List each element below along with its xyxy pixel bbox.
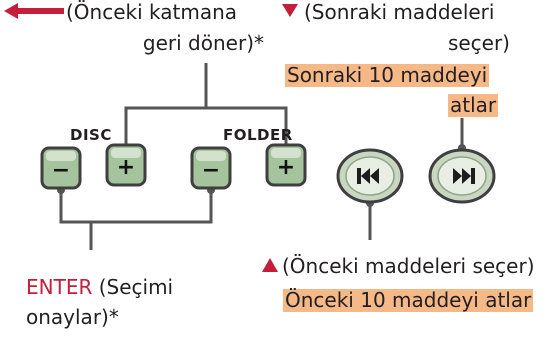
next-track-icon <box>453 168 475 184</box>
disc-plus-button[interactable]: + <box>105 143 147 187</box>
folder-plus-glyph: + <box>277 155 295 180</box>
previous-track-icon <box>357 168 379 184</box>
enter-note-rest: (Seçimi <box>98 275 174 299</box>
back-note-line2: geri döner)* <box>142 31 264 55</box>
next-track-button[interactable] <box>428 148 496 204</box>
folder-minus-glyph: − <box>202 158 220 183</box>
enter-keyword: ENTER <box>26 275 93 299</box>
down-triangle-icon <box>282 4 298 17</box>
prev-note: (Önceki maddeleri seçer) <box>282 254 535 278</box>
next-skip-line1: Sonraki 10 maddeyi <box>285 63 490 87</box>
up-triangle-icon <box>262 258 278 272</box>
folder-minus-button[interactable]: − <box>190 146 232 190</box>
back-arrow-icon <box>4 3 64 19</box>
disc-label: DISC <box>70 126 112 144</box>
disc-plus-glyph: + <box>117 155 135 180</box>
folder-plus-button[interactable]: + <box>265 143 307 187</box>
disc-minus-button[interactable]: − <box>40 146 82 190</box>
back-note-line1: (Önceki katmana <box>66 0 238 24</box>
next-skip-line2: atlar <box>448 93 499 117</box>
disc-minus-glyph: − <box>52 158 70 183</box>
next-note-line2: seçer) <box>447 31 510 55</box>
enter-bracket-line <box>59 190 213 224</box>
enter-note-line1: ENTER (Seçimi <box>26 277 173 297</box>
next-note-line1: (Sonraki maddeleri <box>304 0 495 24</box>
connector-lines <box>59 63 464 250</box>
folder-label: FOLDER <box>223 126 293 144</box>
previous-track-button[interactable] <box>336 148 404 204</box>
prev-skip: Önceki 10 maddeyi atlar <box>283 288 534 312</box>
enter-note-line2: onaylar)* <box>26 305 119 329</box>
